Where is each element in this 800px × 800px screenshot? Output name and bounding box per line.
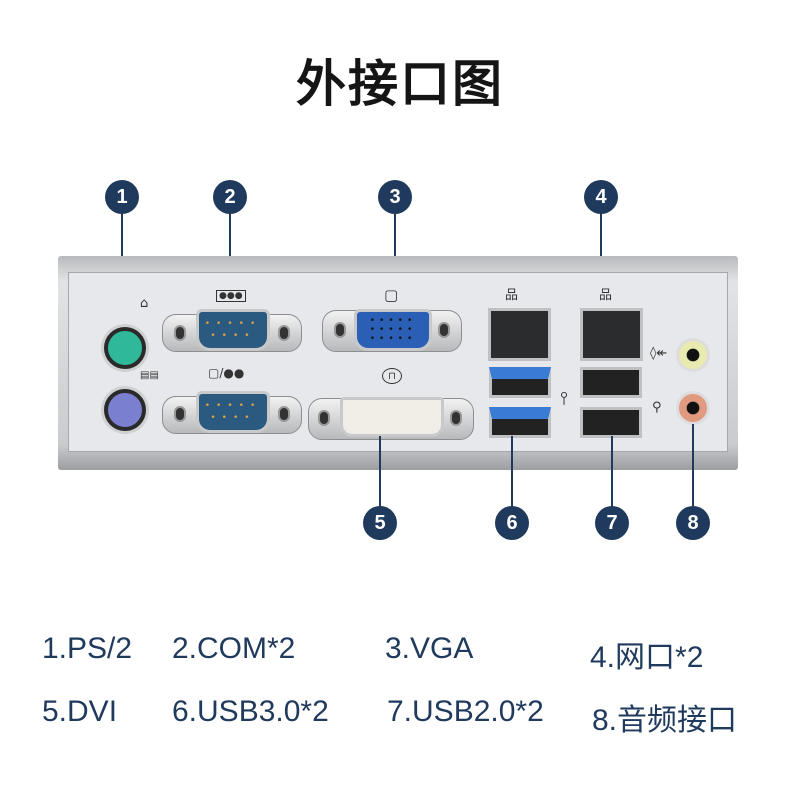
audio-line-out-jack [676, 338, 710, 372]
lan-port-1 [488, 308, 551, 361]
badge-5: 5 [363, 506, 397, 540]
com-port-1: ••••••••• [196, 309, 270, 351]
screw [438, 322, 450, 338]
badge-7: 7 [595, 506, 629, 540]
line-out-icon: ◊↞ [650, 346, 668, 361]
com-port-2: ••••••••• [196, 391, 270, 433]
badge-4: 4 [584, 180, 618, 214]
mouse-icon: ⌂ [140, 296, 149, 311]
lan-port-2 [580, 308, 643, 361]
screw [450, 410, 462, 426]
leader-line-5 [379, 436, 381, 526]
screw [174, 406, 186, 422]
ps2-keyboard-port [104, 389, 146, 431]
badge-2: 2 [213, 180, 247, 214]
monitor-icon: ▢ [384, 286, 399, 304]
vga-port: ••••••••••••••• [354, 309, 432, 351]
legend-vga: 3.VGA [385, 632, 474, 665]
leader-line-6 [511, 436, 513, 526]
microphone-icon: ⚲ [652, 400, 662, 415]
screw [278, 325, 290, 341]
legend-usb3: 6.USB3.0*2 [172, 695, 329, 728]
leader-line-8 [692, 424, 694, 524]
leader-line-7 [611, 436, 613, 526]
legend-lan: 4.网口*2 [590, 641, 704, 674]
audio-mic-jack [676, 391, 710, 425]
keyboard-icon: ▤▤ [140, 370, 159, 381]
legend-dvi: 5.DVI [42, 695, 118, 728]
screw [318, 410, 330, 426]
screw [278, 406, 290, 422]
dvi-icon: ⊓ [382, 368, 402, 384]
screw [334, 322, 346, 338]
badge-1: 1 [105, 180, 139, 214]
usb2-port-2 [580, 407, 642, 438]
serial-icon: ●●● [216, 290, 246, 302]
legend-com: 2.COM*2 [172, 632, 296, 665]
usb3-port-2 [489, 407, 551, 438]
ps2-mouse-port [104, 327, 146, 369]
usb2-port-1 [580, 367, 642, 398]
legend-ps2: 1.PS/2 [42, 632, 133, 665]
monitor-serial-icon: ▢/●● [208, 366, 245, 380]
page-title: 外接口图 [296, 55, 504, 113]
network-icon-2: 品 [599, 288, 613, 303]
badge-8: 8 [676, 506, 710, 540]
usb-icon: ⫯ [560, 388, 568, 409]
usb3-port-1 [489, 367, 551, 398]
legend-usb2: 7.USB2.0*2 [387, 695, 544, 728]
dvi-port [340, 397, 444, 437]
screw [174, 325, 186, 341]
badge-6: 6 [495, 506, 529, 540]
legend-audio: 8.音频接口 [592, 704, 738, 737]
network-icon-1: 品 [505, 288, 519, 303]
badge-3: 3 [378, 180, 412, 214]
